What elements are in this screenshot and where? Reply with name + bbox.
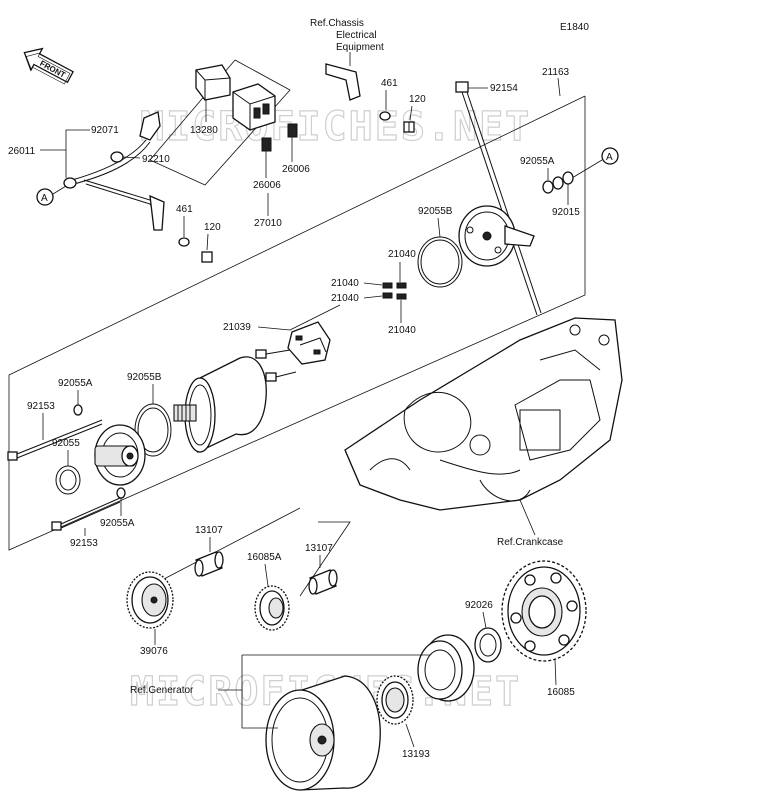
ref-chassis-1: Ref.Chassis: [310, 18, 364, 29]
oring-92055a-bottom: [116, 487, 126, 499]
gear-16085: [501, 560, 587, 662]
label-21039: 21039: [223, 322, 251, 333]
starter-motor: [173, 356, 267, 454]
label-21040-b: 21040: [331, 278, 359, 289]
brush-holder-21039: [287, 321, 331, 365]
one-way-clutch-13193: [376, 675, 414, 725]
watermark-top: MICROFICHES.NET: [140, 104, 531, 150]
callout-a-left: [36, 188, 54, 206]
washer-461-b: [178, 237, 190, 247]
label-92055b-top: 92055B: [418, 206, 453, 217]
label-92055a-top: 92055A: [520, 156, 555, 167]
label-16085a: 16085A: [247, 552, 282, 563]
label-92210: 92210: [142, 154, 170, 165]
label-21163: 21163: [542, 67, 570, 78]
gear-16085a: [254, 585, 290, 631]
washer-92026: [474, 627, 502, 663]
callout-a-right: [601, 147, 619, 165]
label-461-a: 461: [381, 78, 398, 89]
label-92055a-bottom: 92055A: [100, 518, 135, 529]
brushes-21040: [382, 282, 407, 300]
label-120-a: 120: [409, 94, 426, 105]
chassis-bracket: [325, 63, 361, 101]
ref-generator: Ref.Generator: [130, 685, 194, 696]
bolt-92153-a: [7, 419, 103, 461]
screw-b: [265, 371, 297, 382]
relay-13280: [195, 64, 231, 101]
label-16085: 16085: [547, 687, 575, 698]
generator-rotor: [265, 675, 381, 791]
label-92055b-left: 92055B: [127, 372, 162, 383]
label-92026: 92026: [465, 600, 493, 611]
label-120-b: 120: [204, 222, 221, 233]
starter-cable: [63, 111, 165, 231]
label-13280: 13280: [190, 125, 218, 136]
washer-461-a: [379, 111, 391, 121]
gear-39076: [126, 571, 174, 629]
label-92153-b: 92153: [70, 538, 98, 549]
label-27010: 27010: [254, 218, 282, 229]
washer-top: [552, 176, 564, 190]
label-92154: 92154: [490, 83, 518, 94]
label-26006-a: 26006: [282, 164, 310, 175]
bolt-92153-b: [51, 497, 121, 531]
ref-chassis-2: Electrical: [336, 30, 377, 41]
callout-a-left-text: A: [41, 193, 48, 204]
bolt-120-a: [403, 121, 415, 133]
crankcase: [344, 317, 623, 511]
shaft-13107-b: [308, 569, 338, 595]
label-461-b: 461: [176, 204, 193, 215]
label-13107-a: 13107: [195, 525, 223, 536]
relay-group: [149, 59, 298, 186]
label-21040-a: 21040: [388, 249, 416, 260]
ref-chassis-3: Equipment: [336, 42, 384, 53]
label-92153-a: 92153: [27, 401, 55, 412]
label-21040-d: 21040: [388, 325, 416, 336]
screw-a: [255, 349, 291, 359]
starter-end-cover: [458, 205, 535, 267]
clutch-housing: [417, 634, 475, 702]
oring-92055a-top: [542, 180, 554, 194]
diagram-code: E1840: [560, 22, 589, 33]
ref-crankcase: Ref.Crankcase: [497, 537, 564, 548]
label-39076: 39076: [140, 646, 168, 657]
nut-92210: [110, 151, 124, 163]
label-92055: 92055: [52, 438, 80, 449]
label-21040-c: 21040: [331, 293, 359, 304]
shaft-13107-a: [194, 551, 224, 577]
fuse-26006-a: [287, 123, 298, 138]
starter-front-cover: [94, 424, 146, 486]
bolt-120-b: [201, 251, 213, 263]
callout-a-right-text: A: [606, 152, 613, 163]
label-26011: 26011: [8, 146, 36, 157]
label-92015: 92015: [552, 207, 580, 218]
front-arrow-icon: FRONT: [23, 47, 74, 85]
oring-92055b-top: [417, 236, 463, 288]
fuse-26006-b: [261, 137, 272, 152]
label-13107-b: 13107: [305, 543, 333, 554]
label-26006-b: 26006: [253, 180, 281, 191]
washer-92015: [562, 171, 574, 185]
starter-relay: [232, 83, 276, 131]
label-92071: 92071: [91, 125, 119, 136]
label-92055a-left: 92055A: [58, 378, 93, 389]
bolt-92154: [455, 81, 542, 316]
label-13193: 13193: [402, 749, 430, 760]
oring-92055a-left: [73, 404, 83, 416]
